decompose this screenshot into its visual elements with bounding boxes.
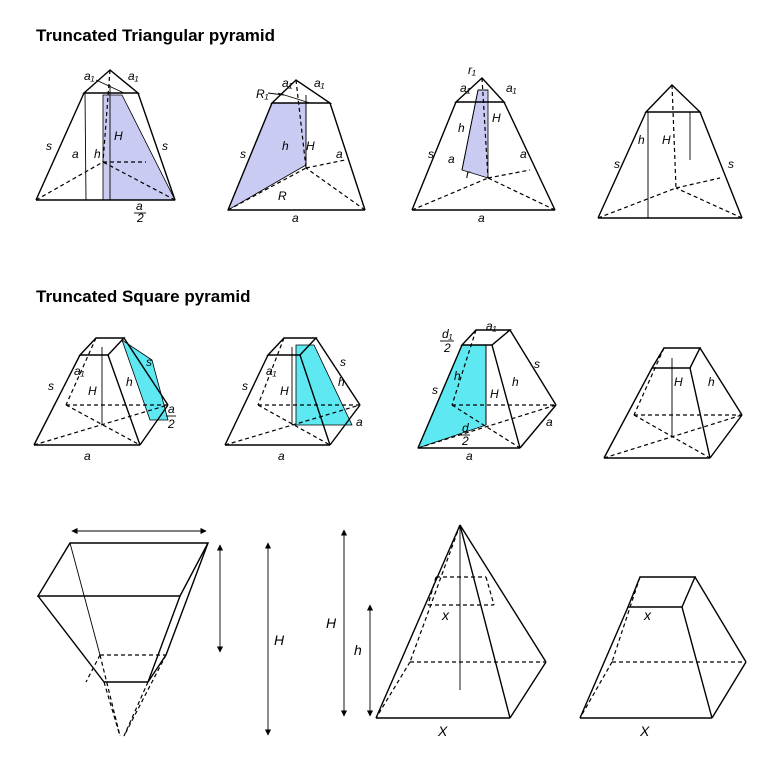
- label-s: s: [240, 147, 246, 161]
- label-a1: a₁: [84, 69, 95, 83]
- label-r1: r₁: [468, 63, 476, 77]
- label-d1-num: d₁: [442, 327, 453, 341]
- sq-pyramid-3: d₁ 2 a₁ s h H h s a d 2 a: [417, 319, 557, 463]
- label-R: R: [278, 189, 287, 203]
- label-h: h: [458, 121, 465, 135]
- sq-pyramid-1: s a₁ H h s a 2 a: [33, 337, 176, 463]
- label-a1: a₁: [266, 364, 277, 378]
- label-a1: a₁: [486, 319, 497, 333]
- label-h: h: [338, 375, 345, 389]
- label-H: H: [88, 384, 97, 398]
- label-s: s: [242, 379, 248, 393]
- label-h: h: [638, 133, 645, 147]
- label-H: H: [492, 111, 501, 125]
- label-h: h: [354, 642, 362, 658]
- tri3-top-face: [454, 77, 506, 103]
- label-s: s: [432, 383, 438, 397]
- section-title-square: Truncated Square pyramid: [36, 287, 251, 306]
- tri2-top-face: [270, 79, 333, 104]
- label-x: x: [643, 607, 652, 623]
- label-x: x: [441, 607, 450, 623]
- sq-pyramid-2: s a₁ H h s a a: [224, 337, 363, 463]
- label-a: a: [72, 147, 79, 161]
- label-a-half-den: 2: [136, 211, 144, 225]
- inv-top-face: [36, 542, 210, 597]
- label-a1: a₁: [282, 76, 293, 90]
- label-a1: a₁: [128, 69, 139, 83]
- sq-pyramid-4: H h: [603, 347, 743, 459]
- label-s: s: [162, 139, 168, 153]
- label-a1: a₁: [314, 76, 325, 90]
- sq1-shaded-section: [121, 339, 169, 421]
- label-R1: R₁: [256, 87, 269, 101]
- label-a1: a₁: [506, 81, 517, 95]
- sq4-top-face: [650, 347, 702, 369]
- label-a: a: [520, 147, 527, 161]
- label-s: s: [728, 157, 734, 171]
- full-pyramid: H h x X: [326, 524, 547, 739]
- label-h: h: [126, 375, 133, 389]
- label-h: h: [282, 139, 289, 153]
- tri-pyramid-3: r₁ a₁ a₁ s h H a a r a: [411, 63, 556, 225]
- label-a-half-den: 2: [167, 417, 175, 431]
- label-H: H: [674, 375, 683, 389]
- label-a-half-num: a: [136, 199, 143, 213]
- label-H: H: [490, 387, 499, 401]
- label-r: r: [466, 167, 471, 181]
- tri-pyramid-4: s h H s: [597, 84, 743, 219]
- label-a: a: [478, 211, 485, 225]
- label-d-num: d: [462, 421, 469, 435]
- label-s: s: [46, 139, 52, 153]
- label-h: h: [454, 369, 461, 383]
- label-a1: a₁: [74, 364, 85, 378]
- label-a: a: [278, 449, 285, 463]
- label-H: H: [662, 133, 671, 147]
- label-h: h: [708, 375, 715, 389]
- tri-pyramid-2: a₁ a₁ R₁ s H h a R a: [227, 76, 366, 225]
- label-a: a: [466, 449, 473, 463]
- label-s: s: [534, 357, 540, 371]
- label-a: a: [448, 152, 455, 166]
- frustum: x X: [579, 576, 747, 739]
- tri4-top-face: [644, 84, 702, 113]
- label-s: s: [48, 379, 54, 393]
- label-a: a: [292, 211, 299, 225]
- label-H: H: [306, 139, 315, 153]
- label-a1: a₁: [460, 81, 471, 95]
- label-s: s: [428, 147, 434, 161]
- label-H: H: [280, 384, 289, 398]
- label-a: a: [356, 415, 363, 429]
- label-a-half-num: a: [168, 402, 175, 416]
- label-X: X: [639, 723, 650, 739]
- label-H: H: [274, 632, 285, 648]
- sq3-shaded-section: [417, 344, 487, 449]
- label-a: a: [84, 449, 91, 463]
- label-d-den: 2: [461, 434, 469, 448]
- label-s: s: [614, 157, 620, 171]
- label-s: s: [146, 355, 152, 369]
- label-a: a: [336, 147, 343, 161]
- section-title-triangular: Truncated Triangular pyramid: [36, 26, 276, 45]
- label-X: X: [437, 723, 448, 739]
- frustum-top-face: [626, 576, 697, 608]
- label-s: s: [340, 355, 346, 369]
- tri-pyramid-1: a₁ a₁ s s H h a a 2: [35, 69, 176, 225]
- label-h: h: [94, 147, 101, 161]
- label-H: H: [326, 615, 337, 631]
- label-a: a: [546, 415, 553, 429]
- label-d1-den: 2: [443, 341, 451, 355]
- inverted-pyramid: H: [36, 527, 285, 737]
- label-H: H: [114, 129, 123, 143]
- label-h: h: [512, 375, 519, 389]
- tri1-top-face: [82, 69, 140, 94]
